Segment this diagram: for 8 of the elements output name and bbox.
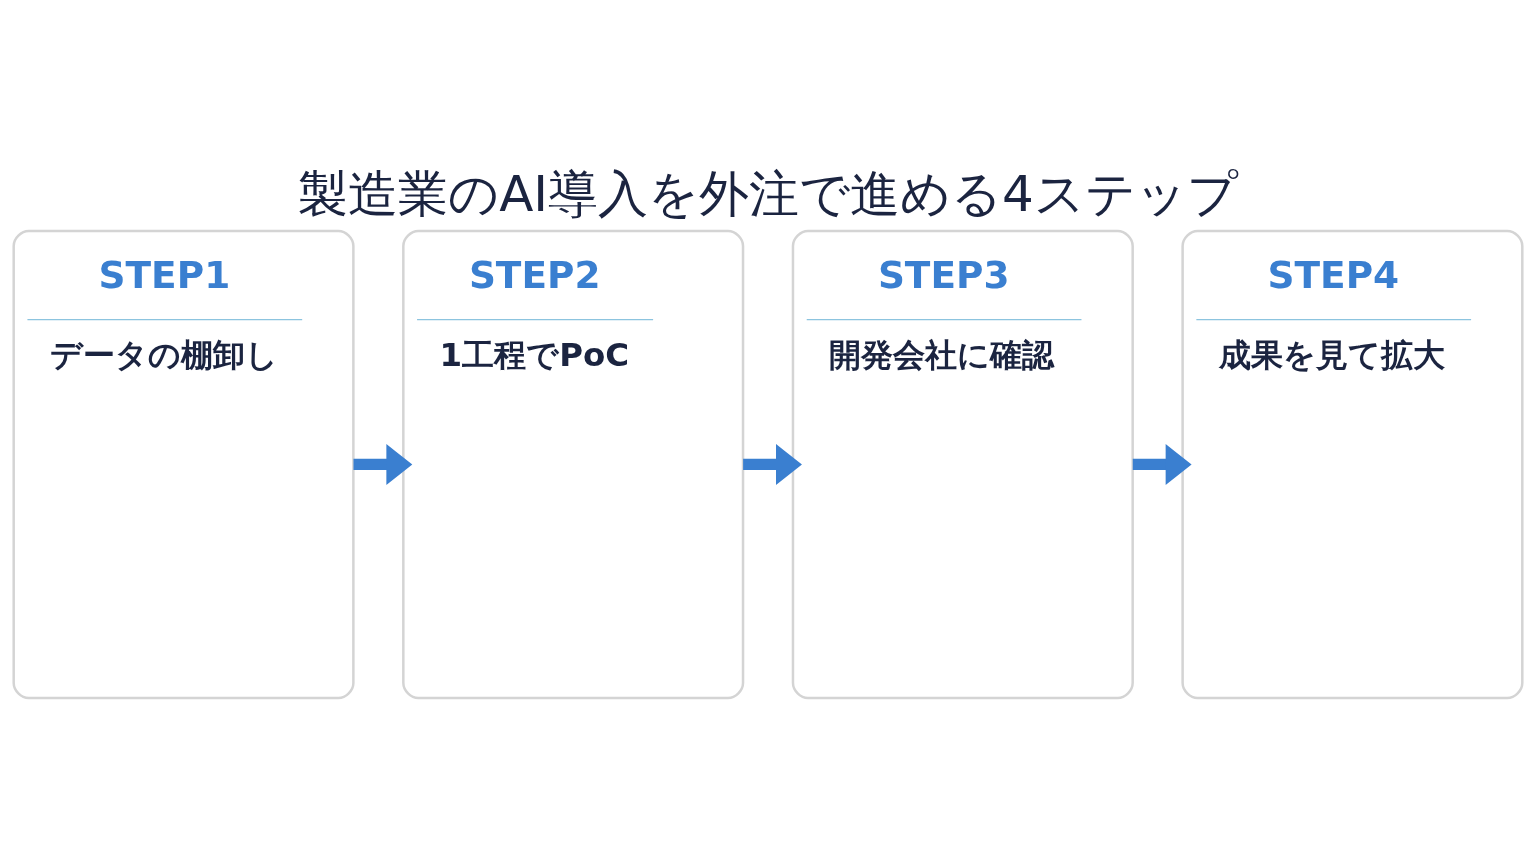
node-box: STEP2 1工程でPoC (402, 229, 745, 700)
arrow (353, 444, 413, 485)
node-box: STEP3 開発会社に確認 (791, 229, 1134, 700)
diagram-title: 製造業のAI導入を外注で進める4ステップ (298, 164, 1238, 223)
node-box: STEP1 データの棚卸し (12, 229, 355, 700)
node-box: STEP4 成果を見て拡大 (1181, 229, 1524, 700)
arrow (1132, 444, 1192, 485)
arrow (743, 444, 802, 485)
